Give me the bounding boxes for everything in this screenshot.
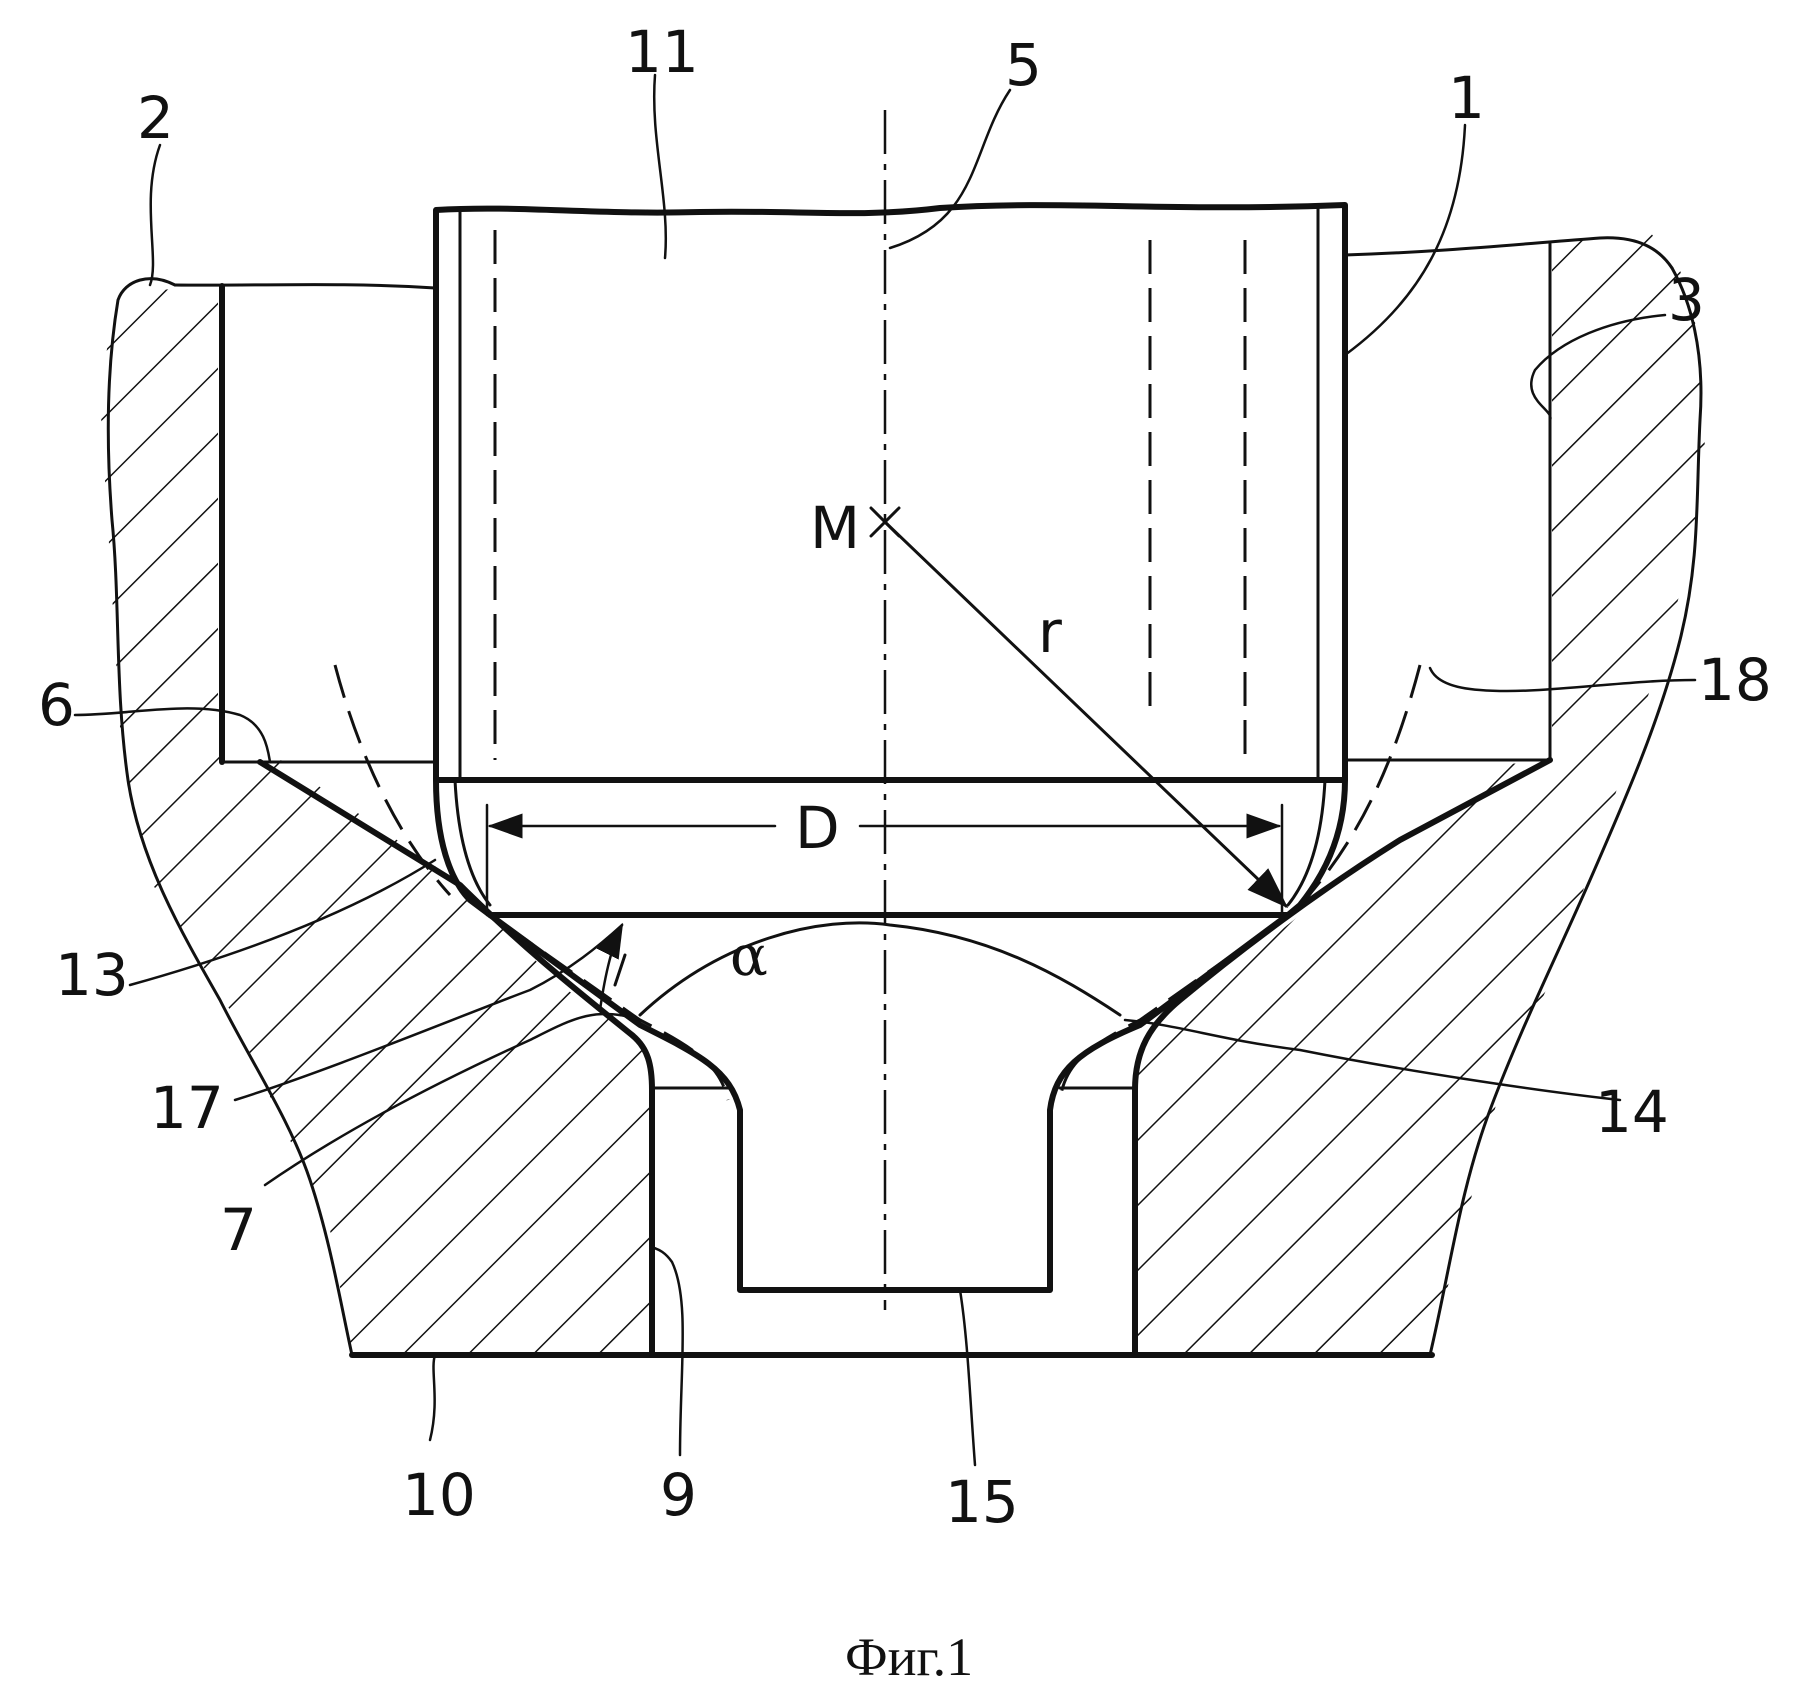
label-10: 10 [402, 1461, 476, 1529]
leader-5 [890, 90, 1010, 248]
label-11: 11 [625, 18, 699, 86]
figure-caption: Фиг.1 [845, 1627, 973, 1687]
leader-2 [150, 145, 160, 285]
spherical-tip-arc [640, 923, 1120, 1015]
label-d: D [795, 794, 840, 862]
label-9: 9 [660, 1461, 697, 1529]
label-17: 17 [150, 1074, 224, 1142]
label-6: 6 [38, 671, 75, 739]
label-1: 1 [1448, 64, 1485, 132]
label-5: 5 [1005, 31, 1042, 99]
valve-needle-shaft [436, 205, 1345, 780]
bore-clearance [220, 286, 435, 760]
leader-11 [654, 75, 666, 258]
label-r: r [1038, 598, 1062, 666]
label-13: 13 [55, 941, 129, 1009]
leader-10 [430, 1355, 435, 1440]
valve-needle-tip [436, 780, 1345, 915]
label-2: 2 [137, 84, 174, 152]
radius-line [885, 522, 1286, 906]
label-18: 18 [1698, 646, 1772, 714]
label-15: 15 [945, 1468, 1019, 1536]
label-3: 3 [1668, 266, 1705, 334]
label-7: 7 [220, 1196, 257, 1264]
label-14: 14 [1595, 1078, 1669, 1146]
label-m: M [810, 494, 860, 562]
label-alpha: α [730, 924, 768, 989]
leader-15 [960, 1290, 975, 1465]
